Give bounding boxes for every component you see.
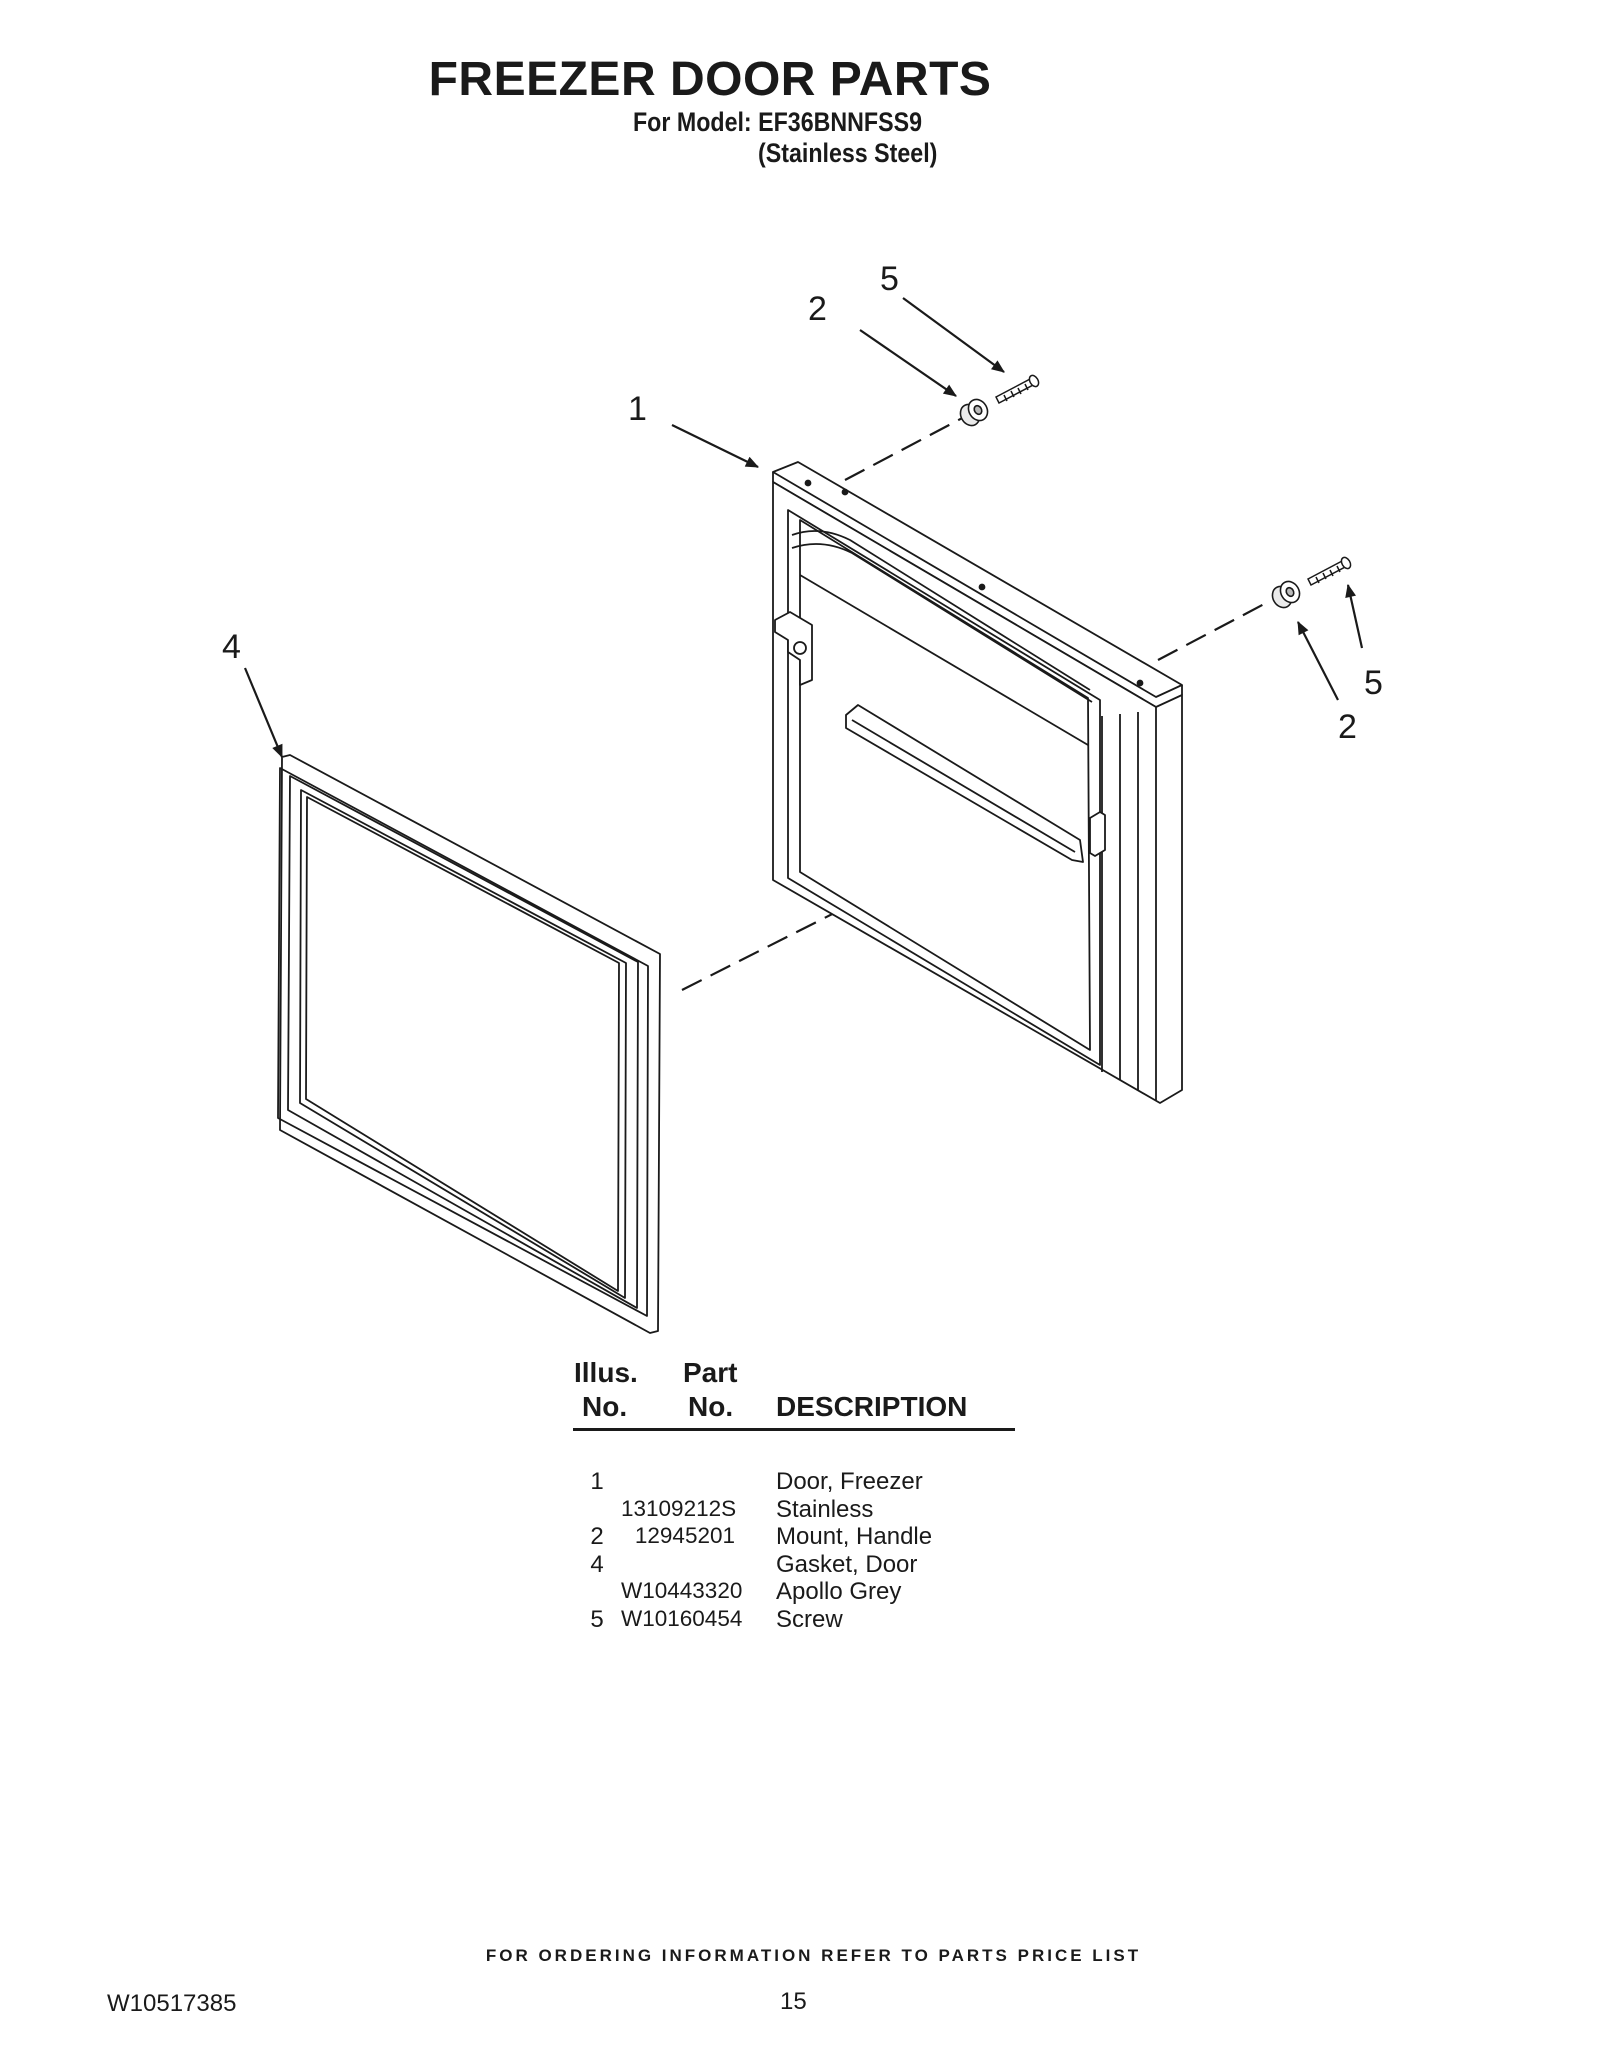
illus-number: 5 [590, 1605, 604, 1633]
illus-number: 4 [590, 1550, 604, 1578]
mount-handle-right [1271, 580, 1301, 609]
column-header-description: DESCRIPTION [776, 1391, 968, 1422]
part-description: Door, Freezer [776, 1468, 923, 1495]
ordering-info-note: FOR ORDERING INFORMATION REFER TO PARTS … [485, 1946, 1142, 1965]
table-row: 2 12945201 Mount, Handle [573, 1523, 1033, 1551]
screw-right [1307, 556, 1352, 587]
part-description: Gasket, Door [776, 1550, 918, 1578]
part-number: 12945201 [634, 1523, 735, 1548]
callout-2-top: 2 [808, 290, 827, 328]
mount-handle-top [959, 398, 989, 427]
callout-5-top: 5 [880, 260, 899, 298]
leader-arrow-2-top [859, 329, 957, 397]
screw-top [995, 374, 1040, 405]
assembly-line-right [1157, 601, 1269, 661]
column-header-illus-no: No. [582, 1391, 628, 1422]
leader-arrow-1 [671, 424, 759, 468]
callout-1: 1 [628, 390, 647, 428]
part-description: Screw [776, 1605, 843, 1633]
column-header-illus: Illus. [574, 1357, 638, 1388]
page-number: 15 [780, 1988, 807, 2015]
callout-2-right: 2 [1338, 708, 1357, 746]
leader-arrow-4 [243, 667, 284, 759]
column-header-part-no: No. [688, 1391, 734, 1422]
part-number: 13109212S [621, 1495, 737, 1521]
leader-arrow-5-top [902, 297, 1005, 373]
part-description: Apollo Grey [776, 1578, 902, 1605]
header-divider [573, 1428, 1015, 1431]
callout-4: 4 [222, 628, 241, 666]
finish-line: (Stainless Steel) [758, 138, 938, 168]
leader-arrow-2-right [1297, 621, 1339, 701]
part-number: W10160454 [621, 1605, 743, 1631]
table-row: W10443320 Apollo Grey [573, 1578, 1033, 1606]
parts-table: 1 Door, Freezer 13109212S Stainless 2 12… [573, 1468, 1033, 1633]
leader-arrow-5-right [1345, 583, 1364, 649]
door-gasket [277, 754, 661, 1334]
part-description: Mount, Handle [776, 1523, 933, 1550]
table-row: 1 Door, Freezer [573, 1468, 1033, 1496]
exploded-parts-diagram: 5 2 1 4 5 2 [222, 260, 1383, 1334]
part-number: W10443320 [621, 1578, 743, 1603]
freezer-door [772, 461, 1183, 1104]
illus-number: 1 [590, 1468, 604, 1495]
part-description: Stainless [776, 1495, 874, 1523]
column-header-part: Part [683, 1357, 738, 1388]
table-row: 13109212S Stainless [573, 1496, 1033, 1524]
model-line: For Model: EF36BNNFSS9 [633, 107, 923, 137]
table-row: 5 W10160454 Screw [573, 1606, 1033, 1634]
document-number: W10517385 [107, 1990, 237, 2017]
page-title: FREEZER DOOR PARTS [428, 53, 992, 106]
assembly-line-top [844, 414, 969, 481]
table-row: 4 Gasket, Door [573, 1551, 1033, 1579]
callout-5-right: 5 [1364, 664, 1383, 702]
illus-number: 2 [590, 1523, 604, 1550]
